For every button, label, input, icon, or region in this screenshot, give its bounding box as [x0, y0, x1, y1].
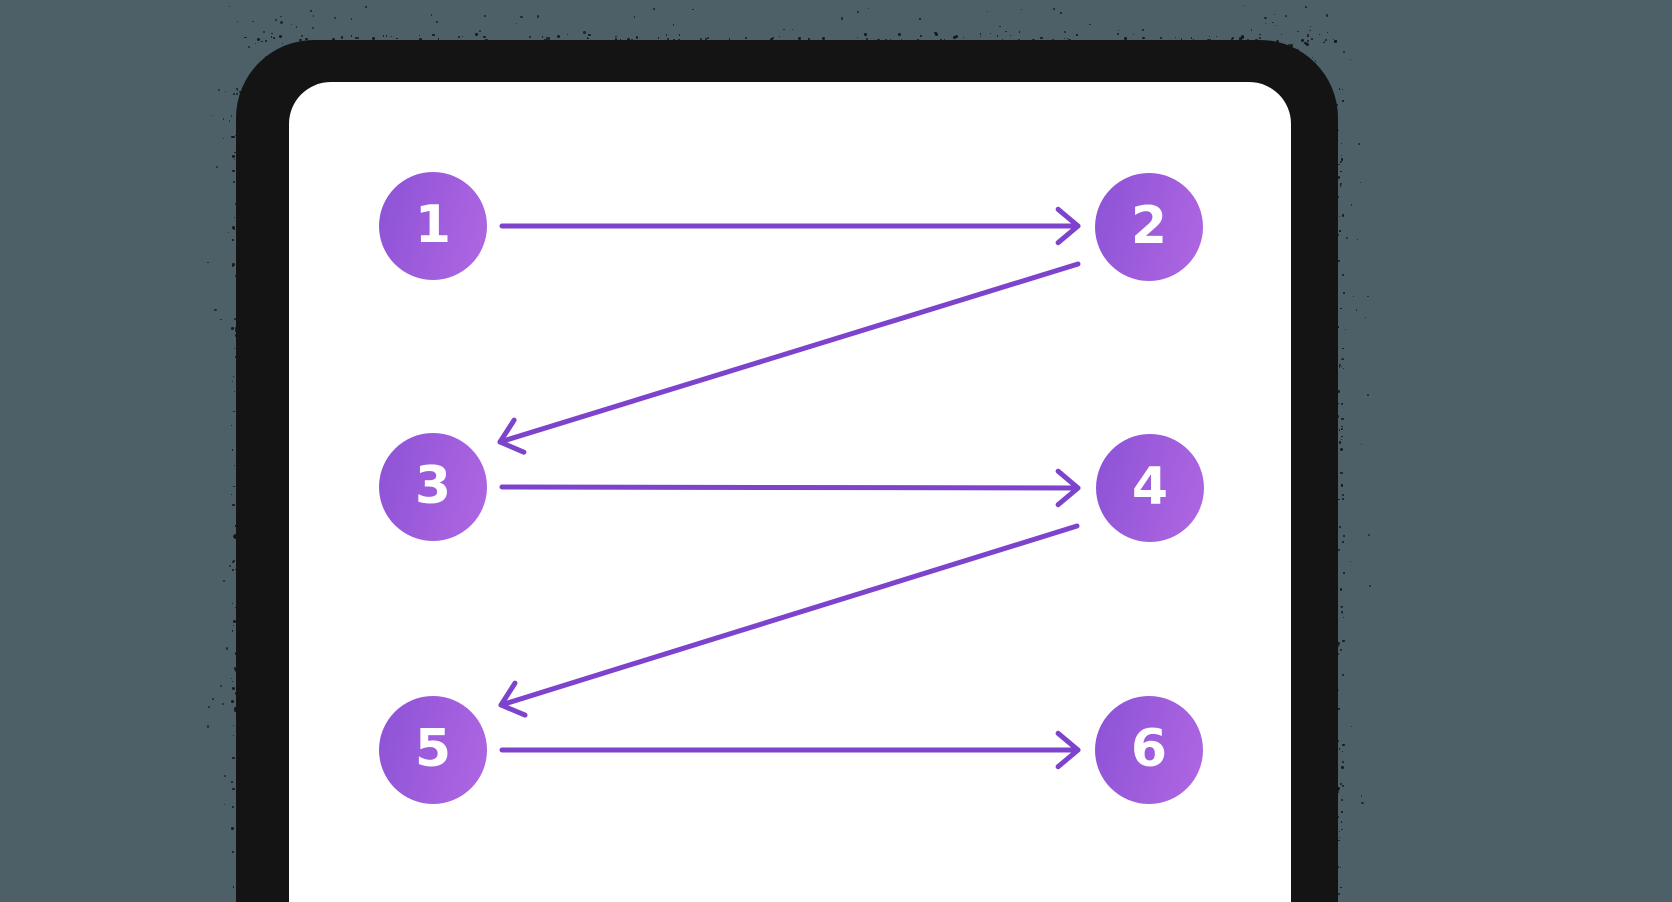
step-number-4: 4 [1131, 457, 1169, 517]
step-node-5: 5 [379, 696, 487, 804]
arrow-2-3 [497, 261, 1081, 455]
step-number-6: 6 [1130, 719, 1168, 779]
arrow-3-4 [499, 468, 1081, 508]
step-node-6: 6 [1095, 696, 1203, 804]
flow-arrows [497, 206, 1081, 770]
arrow-5-6 [499, 730, 1081, 770]
steps-card: 1 2 3 4 5 6 [289, 82, 1291, 902]
step-number-1: 1 [414, 195, 452, 255]
step-node-4: 4 [1096, 434, 1204, 542]
step-number-3: 3 [414, 456, 452, 516]
step-number-5: 5 [414, 719, 452, 779]
step-node-2: 2 [1095, 173, 1203, 281]
arrow-1-2 [499, 206, 1081, 246]
arrow-4-5 [498, 523, 1080, 718]
step-node-3: 3 [379, 433, 487, 541]
step-node-1: 1 [379, 172, 487, 280]
step-number-2: 2 [1130, 196, 1168, 256]
